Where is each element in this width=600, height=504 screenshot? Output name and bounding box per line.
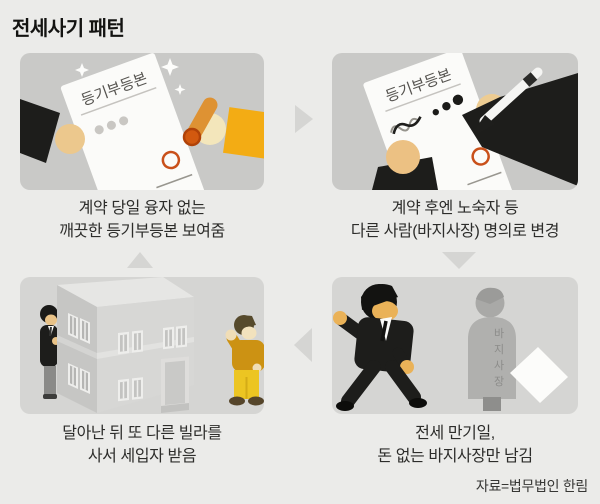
caption-line: 계약 당일 융자 없는 — [78, 200, 206, 217]
sparkle-icon — [75, 58, 186, 95]
caption-line: 돈 없는 바지사장만 남김 — [377, 448, 533, 465]
writer-arm — [462, 73, 578, 186]
hiding-scammer-figure — [40, 305, 60, 399]
caption-line: 깨끗한 등기부등본 보여줌 — [59, 223, 225, 240]
arrow-left-icon — [294, 328, 312, 362]
caption-line: 사서 세입자 받음 — [87, 448, 197, 465]
caption-step3: 전세 만기일, 돈 없는 바지사장만 남김 — [305, 422, 600, 468]
landlord-arm — [20, 99, 85, 163]
tenant-figure — [225, 315, 264, 406]
arrow-right-icon — [295, 105, 313, 133]
stamp-mark-icon — [471, 147, 490, 166]
contract-paper-icon — [510, 347, 568, 403]
source-credit: 자료=법무법인 한림 — [475, 478, 588, 494]
holding-hand — [372, 140, 438, 190]
caption-line: 다른 사람(바지사장) 명의로 변경 — [350, 223, 560, 240]
arrow-down-icon — [442, 252, 476, 269]
illustration-new-villa — [40, 277, 264, 413]
panel-step2: 등기부등본 — [332, 53, 578, 190]
villa-building-icon — [57, 277, 194, 413]
illustration-name-change: 등기부등본 — [363, 53, 578, 190]
caption-line: 계약 후엔 노숙자 등 — [391, 200, 519, 217]
caption-step1: 계약 당일 융자 없는 깨끗한 등기부등본 보여줌 — [0, 197, 292, 243]
door-icon — [161, 356, 189, 413]
panel-step4 — [20, 277, 264, 414]
pen-icon — [474, 67, 543, 133]
panel-step1: 등기부등본 — [20, 53, 264, 190]
fleeing-scammer-figure — [333, 284, 427, 411]
tenant-stamp-hand — [182, 97, 264, 159]
caption-line: 전세 만기일, — [415, 425, 495, 442]
signature-scribble — [392, 116, 422, 135]
window-icon — [68, 313, 90, 394]
caption-step4: 달아난 뒤 또 다른 빌라를 사서 세입자 받음 — [0, 422, 292, 468]
arrow-up-icon — [127, 252, 153, 268]
illustration-clean-deed: 등기부등본 — [20, 53, 264, 190]
caption-step2: 계약 후엔 노숙자 등 다른 사람(바지사장) 명의로 변경 — [305, 197, 600, 243]
caption-line: 달아난 뒤 또 다른 빌라를 — [62, 425, 222, 442]
stamp-mark-icon — [161, 150, 181, 170]
registry-document-icon: 등기부등본 — [60, 53, 205, 190]
page-title: 전세사기 패턴 — [12, 18, 125, 40]
window-icon — [118, 325, 187, 402]
